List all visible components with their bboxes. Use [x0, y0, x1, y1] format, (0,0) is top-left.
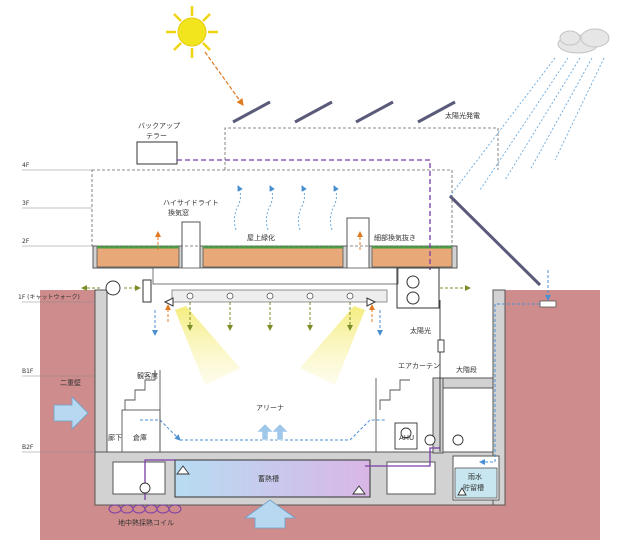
double-wall-label: 二重壁 [60, 378, 81, 387]
rainwater-inlet [539, 300, 557, 308]
level-3f: 3F [22, 200, 30, 207]
highside-light-label-1: ハイサイドライト [163, 199, 219, 207]
fresh-air-arrows [81, 285, 471, 331]
rain-lines [449, 57, 605, 197]
fan-units [105, 267, 440, 309]
level-1f: 1F (キャットウォーク) [18, 293, 80, 301]
level-4f: 4F [22, 162, 30, 169]
return-air-arrows [155, 231, 375, 322]
upper-volume-outline [91, 127, 499, 247]
outer-stair-label: 大階段 [456, 365, 477, 374]
aircon-label: AHU [399, 434, 414, 442]
solar-panels [232, 100, 456, 124]
level-lines [22, 169, 95, 453]
rainwater-to-tank [479, 303, 540, 465]
warm-air-upflow [256, 423, 289, 441]
sun-ray-arrow [204, 51, 244, 106]
rain-water-tank: 雨水 貯留槽 [454, 467, 498, 499]
backup-tank: バックアップ テラー [136, 122, 180, 165]
green-roof [96, 245, 453, 268]
underground-coil [108, 504, 182, 514]
rain-tank-label-1: 雨水 [468, 472, 482, 481]
air-curtain-label: エアカーテン [398, 362, 440, 370]
side-solar-panel [448, 194, 542, 287]
solar-power-label: 太陽光発電 [445, 111, 480, 120]
roof-greening-label: 屋上緑化 [247, 233, 275, 242]
level-b2f: B2F [22, 444, 34, 451]
arena-label: アリーナ [256, 404, 284, 412]
level-labels: 4F 3F 2F 1F (キャットウォーク) B1F B2F [18, 162, 80, 451]
seating-stand-label: 観客席 [137, 371, 158, 380]
sun-icon [166, 6, 218, 58]
underground-coil-label: 地中熱採熱コイル [118, 518, 174, 527]
seating-stairs [121, 370, 410, 453]
level-2f: 2F [22, 238, 30, 245]
basement-pumps [139, 465, 467, 496]
heat-storage-tank: 蓄熱槽 [174, 459, 371, 498]
highside-light-label-2: 換気窓 [168, 208, 189, 217]
right-mechanical [394, 300, 464, 452]
exhaust-fan-label: 細部換気抜き [374, 233, 416, 242]
ground [40, 290, 600, 540]
level-b1f: B1F [22, 368, 34, 375]
cloud-icon [557, 28, 610, 54]
rising-warm-air [233, 185, 339, 231]
basement-corridor-label: 廊下 [108, 433, 122, 442]
backup-tank-label-1: バックアップ [138, 122, 180, 130]
backup-tank-label-2: テラー [146, 132, 167, 140]
ceiling-duct [152, 267, 399, 303]
sunlight-label: 太陽光 [410, 326, 431, 335]
purple-duct-upper [177, 159, 431, 270]
heat-storage-tank-label: 蓄熱槽 [258, 474, 279, 483]
ground-heat-arrows [53, 396, 297, 529]
rain-tank-label-2: 貯留槽 [463, 483, 484, 492]
storage-label: 倉庫 [133, 433, 147, 442]
